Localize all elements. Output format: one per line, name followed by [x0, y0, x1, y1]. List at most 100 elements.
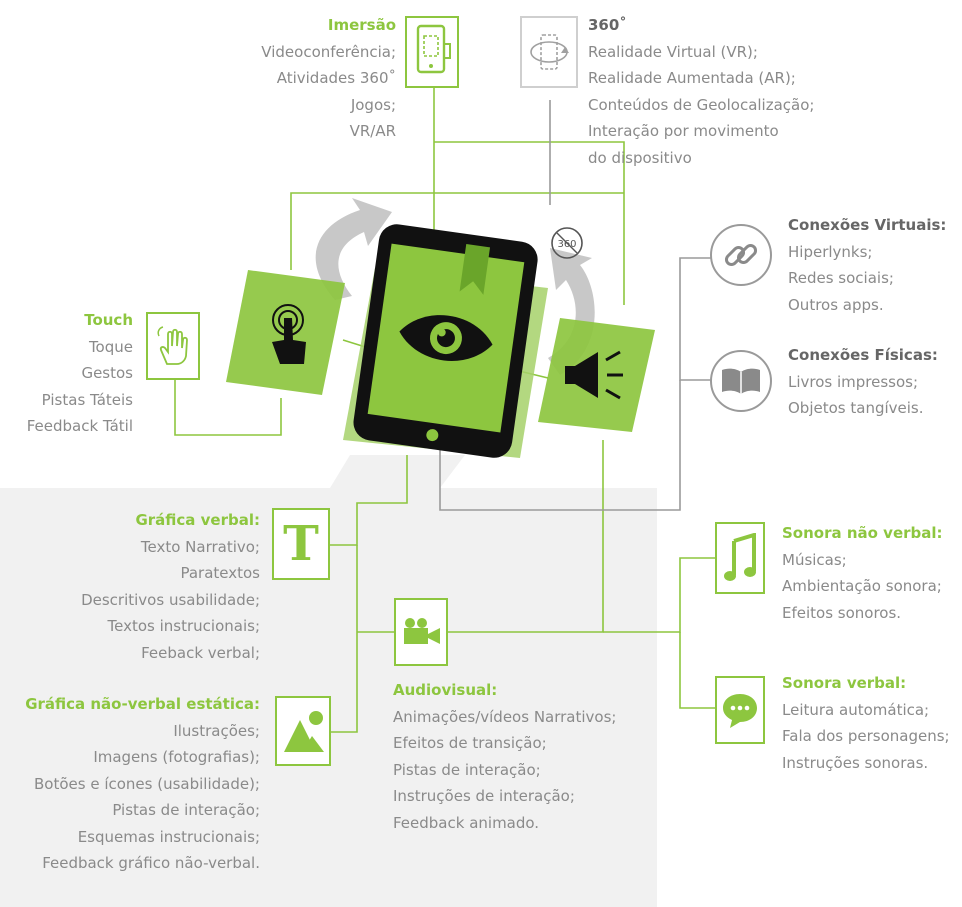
physical-icon-circle — [710, 350, 772, 412]
physical-block: Conexões Físicas: Livros impressos; Obje… — [788, 342, 938, 422]
image-icon-box — [275, 696, 331, 766]
three60-block: 360˚ Realidade Virtual (VR); Realidade A… — [588, 12, 814, 171]
immersion-item: VR/AR — [349, 122, 396, 140]
music-icon-box — [715, 522, 765, 594]
immersion-title: Imersão — [327, 16, 396, 34]
landscape-icon — [284, 711, 324, 752]
virtual-title: Conexões Virtuais: — [788, 216, 947, 234]
three60-item: Conteúdos de Geolocalização; — [588, 95, 815, 114]
physical-title: Conexões Físicas: — [788, 346, 938, 364]
virtual-block: Conexões Virtuais: Hiperlynks; Redes soc… — [788, 212, 946, 318]
sound-verbal-item: Fala dos personagens; — [782, 727, 950, 745]
text-icon-box: T — [272, 508, 330, 580]
graphic-verbal-item: Feeback verbal; — [141, 643, 260, 662]
360-rotate-icon — [530, 34, 569, 70]
graphic-verbal-item: Textos instrucionais; — [107, 617, 260, 635]
graphic-nonverbal-item: Feedback gráfico não-verbal. — [42, 854, 260, 872]
rotate-arrow-left — [315, 198, 392, 300]
graphic-nonverbal-item: Ilustrações; — [173, 721, 260, 740]
touch-item: Gestos — [81, 364, 133, 382]
immersion-block: Imersão Videoconferência; Atividades 360… — [261, 12, 396, 145]
line-connections-down — [439, 380, 681, 511]
graphic-verbal-item: Descritivos usabilidade; — [81, 590, 260, 609]
sound-nonverbal-block: Sonora não verbal: Músicas; Ambientação … — [782, 520, 943, 626]
physical-item: Livros impressos; — [788, 372, 919, 391]
phone-rotate-icon — [416, 24, 451, 74]
tablet-home-button — [426, 429, 439, 442]
bookmark-ribbon — [459, 243, 491, 295]
line-graphic-nonverbal — [330, 545, 358, 733]
chain-link-icon — [724, 243, 758, 267]
line-sound-branch — [603, 557, 715, 633]
speech-bubble-icon — [723, 694, 757, 728]
music-note-icon — [724, 533, 756, 581]
touch-icon-box — [146, 312, 200, 380]
graphic-verbal-item: Texto Narrativo; — [140, 537, 260, 556]
audiovisual-item: Feedback animado. — [393, 813, 540, 832]
line-tablet-down — [330, 455, 408, 546]
three60-item: do dispositivo — [588, 148, 692, 167]
sound-verbal-title: Sonora verbal: — [782, 674, 907, 692]
badge-text: 360 — [557, 239, 576, 250]
three60-title: 360˚ — [588, 16, 627, 34]
three60-item: Realidade Virtual (VR); — [588, 42, 758, 61]
audiovisual-item: Efeitos de transição; — [393, 734, 547, 752]
audiovisual-title: Audiovisual: — [393, 681, 498, 699]
immersion-item: Jogos; — [350, 95, 396, 114]
graphic-verbal-title: Gráfica verbal: — [135, 511, 260, 529]
virtual-item: Outros apps. — [788, 295, 884, 314]
graphic-nonverbal-block: Gráfica não-verbal estática: Ilustrações… — [25, 691, 260, 877]
three60-icon-box — [520, 16, 578, 88]
immersion-item: Atividades 360˚ — [276, 69, 396, 87]
graphic-nonverbal-item: Imagens (fotografias); — [93, 748, 260, 766]
eye-icon — [399, 315, 493, 361]
audiovisual-block: Audiovisual: Animações/vídeos Narrativos… — [393, 677, 616, 836]
sound-nonverbal-item: Ambientação sonora; — [782, 577, 942, 595]
virtual-icon-circle — [710, 224, 772, 286]
physical-item: Objetos tangíveis. — [788, 399, 924, 417]
three60-item: Realidade Aumentada (AR); — [588, 69, 796, 87]
audiovisual-item: Instruções de interação; — [393, 787, 575, 805]
open-book-icon — [722, 368, 760, 394]
graphic-nonverbal-item: Botões e ícones (usabilidade); — [33, 774, 260, 793]
touch-item: Feedback Tátil — [26, 417, 133, 435]
touch-item: Toque — [88, 337, 133, 356]
line-touch — [174, 378, 282, 436]
finger-tap-icon — [272, 304, 306, 364]
three60-item: Interação por movimento — [588, 122, 779, 140]
audiovisual-item: Pistas de interação; — [393, 760, 541, 779]
line-sound-verbal — [679, 632, 715, 709]
immersion-item: Videoconferência; — [261, 42, 396, 61]
hand-gesture-icon — [157, 326, 188, 365]
grey-panel — [0, 455, 657, 907]
touch-block: Touch Toque Gestos Pistas Táteis Feedbac… — [27, 307, 133, 440]
audiovisual-item: Animações/vídeos Narrativos; — [393, 707, 617, 726]
chat-icon-box — [715, 676, 765, 744]
touch-title: Touch — [84, 311, 133, 329]
line-360-top — [434, 141, 625, 305]
virtual-item: Hiperlynks; — [788, 242, 873, 261]
virtual-item: Redes sociais; — [788, 269, 894, 287]
graphic-verbal-item: Paratextos — [180, 564, 260, 582]
graphic-nonverbal-item: Esquemas instrucionais; — [77, 827, 260, 846]
sound-verbal-item: Instruções sonoras. — [782, 753, 929, 772]
megaphone-icon — [565, 350, 623, 400]
graphic-nonverbal-item: Pistas de interação; — [112, 801, 260, 819]
video-camera-icon — [404, 618, 440, 644]
sound-nonverbal-item: Efeitos sonoros. — [782, 603, 902, 622]
sound-verbal-item: Leitura automática; — [782, 700, 930, 719]
video-icon-box — [394, 598, 448, 666]
graphic-nonverbal-title: Gráfica não-verbal estática: — [25, 695, 260, 713]
sound-verbal-block: Sonora verbal: Leitura automática; Fala … — [782, 670, 950, 776]
sound-nonverbal-item: Músicas; — [782, 550, 847, 569]
touch-item: Pistas Táteis — [41, 390, 133, 409]
sound-nonverbal-title: Sonora não verbal: — [782, 524, 943, 542]
immersion-icon-box — [405, 16, 459, 88]
line-connections — [679, 257, 712, 381]
360-badge-icon: 360 — [551, 227, 583, 259]
graphic-verbal-block: Gráfica verbal: Texto Narrativo; Paratex… — [81, 507, 260, 666]
